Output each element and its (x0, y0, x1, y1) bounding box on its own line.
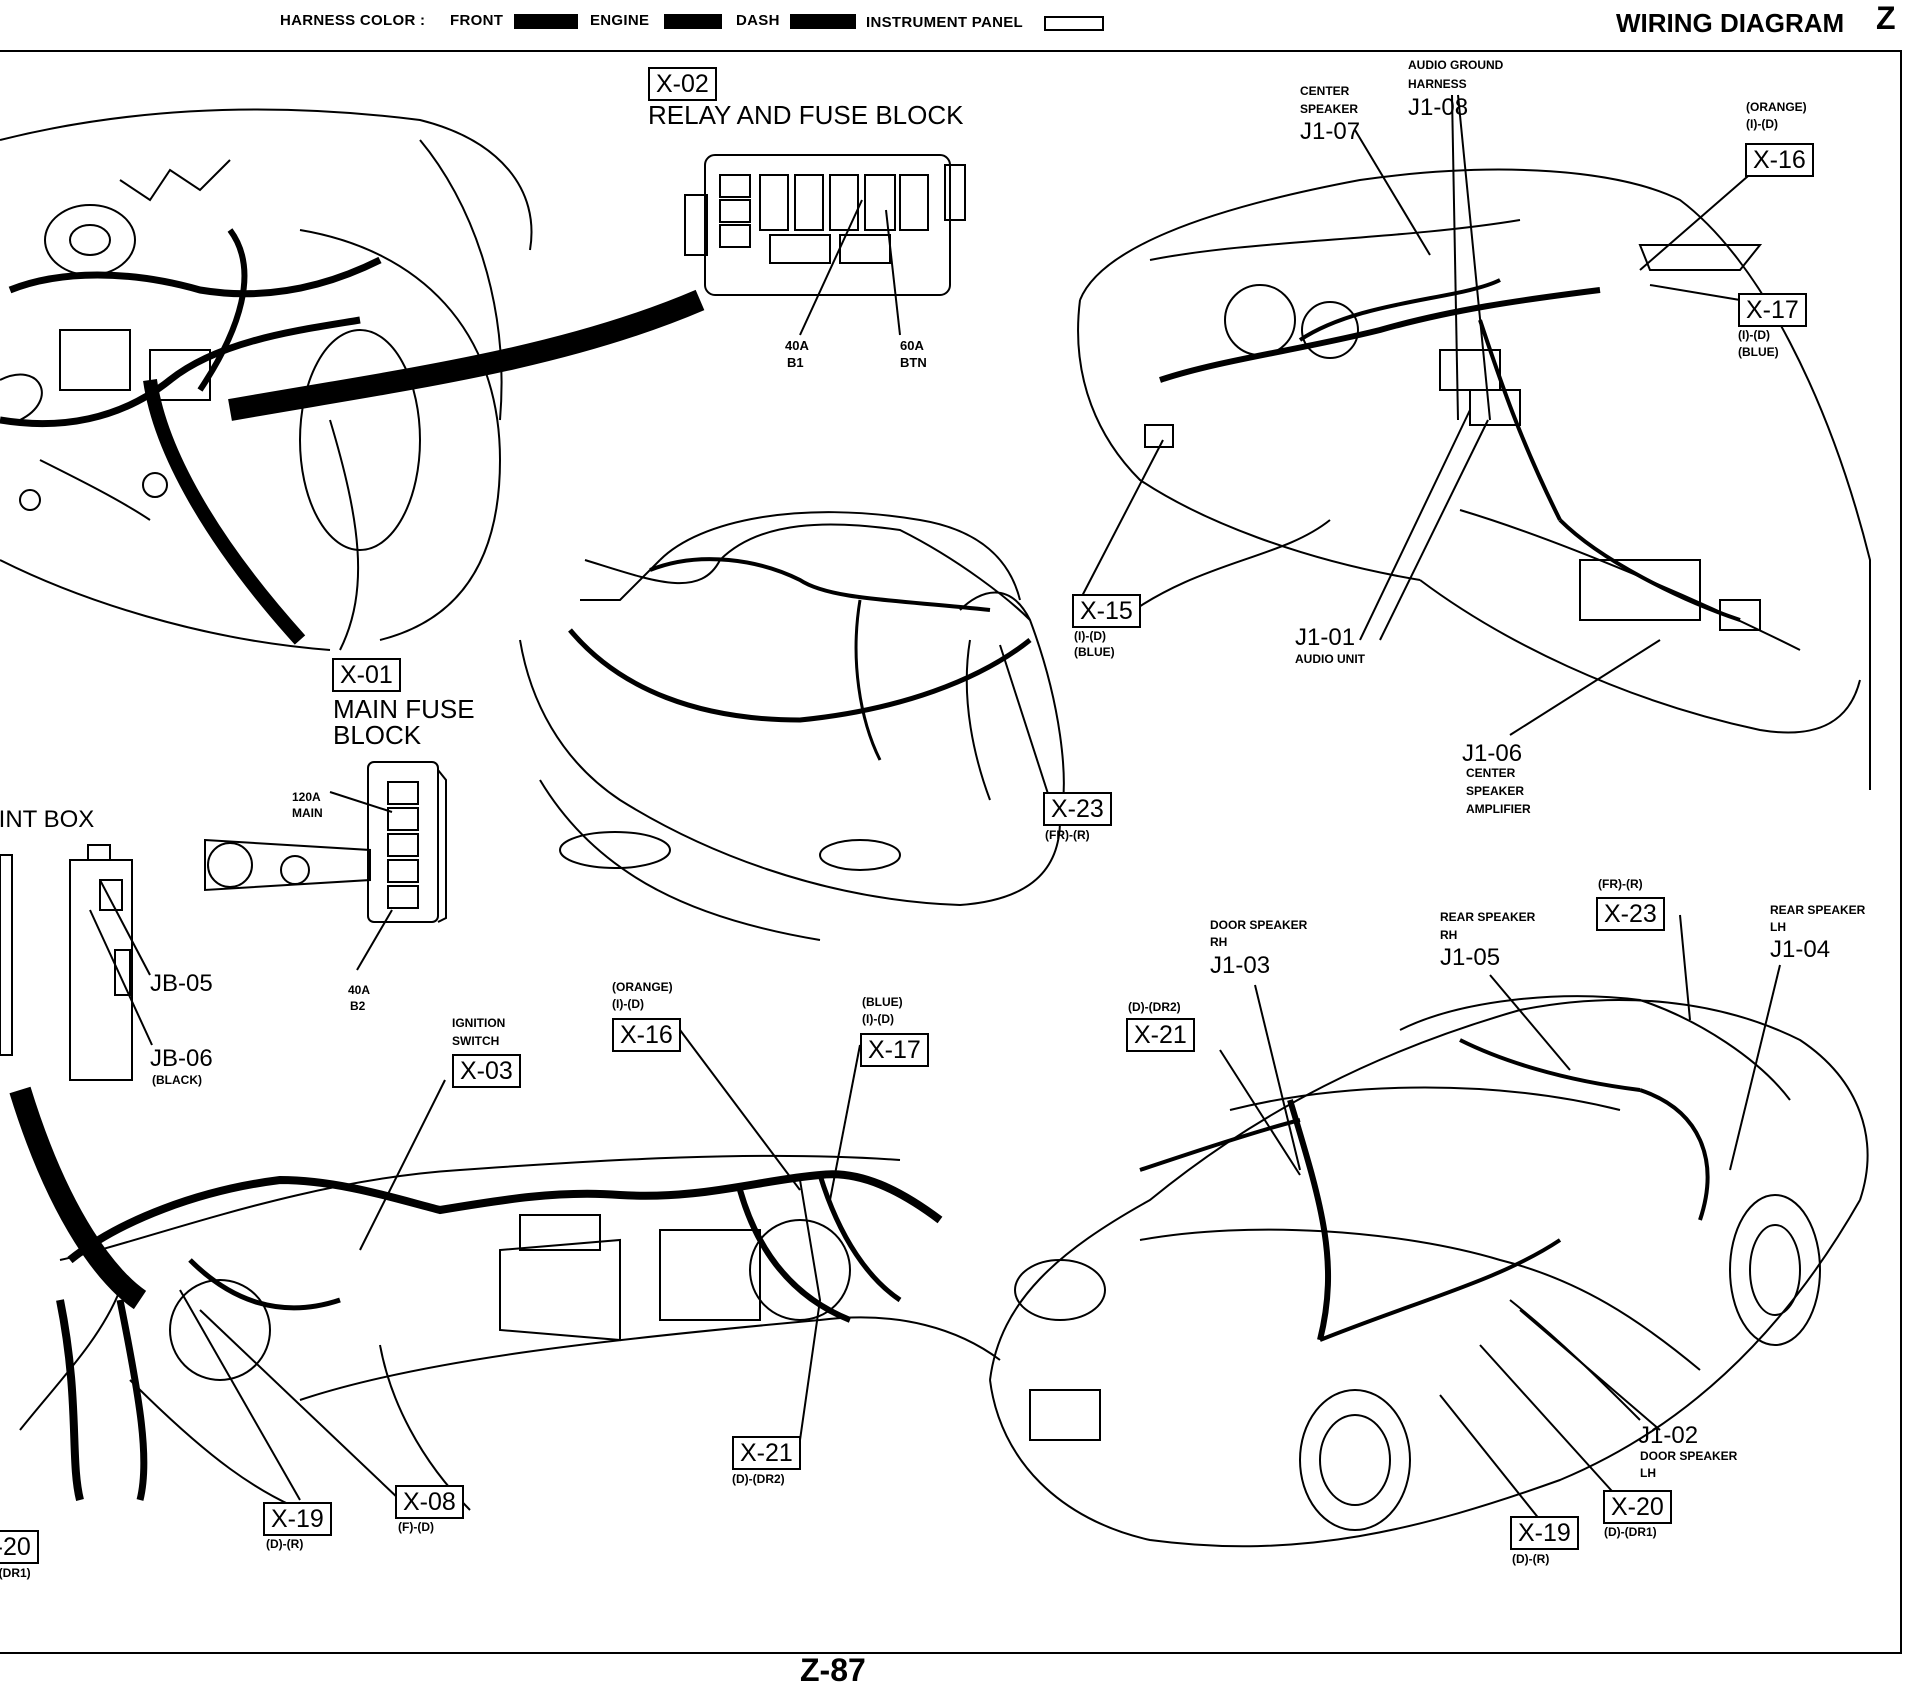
main-fuse-block-label-line1: MAIN FUSE (333, 694, 475, 724)
ignition-switch-label-1: IGNITION (452, 1016, 506, 1030)
x17-top-connector-label: X-17 (1738, 293, 1807, 327)
page-title: WIRING DIAGRAM (1616, 8, 1845, 38)
fuse-120a-label: 120A (292, 790, 321, 804)
fuse-40a-b1-sub: B1 (787, 355, 804, 370)
x19-mid-sub: (D)-(R) (266, 1537, 304, 1551)
dashboard-illustration (9, 1029, 1001, 1521)
x21-mid-connector-label: X-21 (732, 1436, 801, 1470)
fuse-60a-btn-sub: BTN (900, 355, 927, 370)
x17-mid-connector-label: X-17 (860, 1033, 929, 1067)
x23-mid-connector-label: X-23 (1043, 792, 1112, 826)
x19-right-sub: (D)-(R) (1512, 1552, 1550, 1566)
j105-label: J1-05 (1440, 944, 1501, 971)
x08-sub: (F)-(D) (398, 1520, 434, 1534)
j102-name2: LH (1640, 1466, 1656, 1480)
x08-connector-label: X-08 (395, 1485, 464, 1519)
legend-instrument-label: INSTRUMENT PANEL (866, 14, 1024, 31)
x15-connector-label: X-15 (1072, 594, 1141, 628)
x23-mid-sub: (FR)-(R) (1045, 828, 1090, 842)
x21-right-connector-label: X-21 (1126, 1018, 1195, 1052)
page-title-letter: Z (1876, 0, 1896, 36)
j103-label: J1-03 (1210, 952, 1271, 979)
j108-label: J1-08 (1408, 94, 1469, 121)
car-body-illustration (989, 914, 1869, 1548)
legend-instrument-swatch (1044, 16, 1104, 31)
relay-fuse-block-label: RELAY AND FUSE BLOCK (648, 100, 964, 130)
legend-engine-swatch (664, 14, 722, 29)
x23-right-sub: (FR)-(R) (1598, 877, 1643, 891)
legend-front-swatch (514, 14, 578, 29)
main-fuse-block-label-line2: BLOCK (333, 720, 422, 750)
x20-right-sub: (D)-(DR1) (1604, 1525, 1657, 1539)
j104-label: J1-04 (1770, 936, 1831, 963)
j107-name2: SPEAKER (1300, 102, 1359, 116)
joint-box-drawing (0, 844, 153, 1081)
relay-fuse-block-drawing (684, 154, 966, 336)
x17-mid-sub1: (BLUE) (862, 995, 903, 1009)
j108-name1: AUDIO GROUND (1408, 58, 1504, 72)
jb06-label: JB-06 (150, 1045, 213, 1072)
x16-mid-sub1: (ORANGE) (612, 980, 673, 994)
j103-name1: DOOR SPEAKER (1210, 918, 1308, 932)
x02-connector-label: X-02 (648, 67, 717, 101)
legend-engine-label: ENGINE (590, 12, 650, 29)
x23-right-connector-label: X-23 (1596, 897, 1665, 931)
x20-left-sub: (D)-(DR1) (0, 1566, 31, 1580)
fuse-60a-btn-label: 60A (900, 338, 924, 353)
x16-top-sub1: (ORANGE) (1746, 100, 1807, 114)
joint-box-label: JOINT BOX (0, 806, 95, 833)
x16-top-sub2: (I)-(D) (1746, 117, 1778, 131)
j104-name1: REAR SPEAKER (1770, 903, 1866, 917)
fuse-120a-sub: MAIN (292, 806, 323, 820)
j104-name2: LH (1770, 920, 1786, 934)
fuse-40a-b2-label: 40A (348, 983, 371, 997)
j103-name2: RH (1210, 935, 1228, 949)
ignition-switch-label-2: SWITCH (452, 1034, 500, 1048)
instrument-panel-illustration (1077, 94, 1871, 790)
j106-name2: SPEAKER (1466, 784, 1525, 798)
jb05-label: JB-05 (150, 970, 213, 997)
fuse-40a-b1-label: 40A (785, 338, 809, 353)
j106-name3: AMPLIFIER (1466, 802, 1531, 816)
x17-top-sub1: (I)-(D) (1738, 328, 1770, 342)
j101-label: J1-01 (1295, 624, 1356, 651)
j102-name1: DOOR SPEAKER (1640, 1449, 1738, 1463)
harness-color-label: HARNESS COLOR : (280, 12, 426, 29)
x16-mid-sub2: (I)-(D) (612, 997, 644, 1011)
x19-mid-connector-label: X-19 (263, 1502, 332, 1536)
x15-sub2: (BLUE) (1074, 645, 1115, 659)
page-number: Z-87 (800, 1652, 866, 1688)
x15-sub1: (I)-(D) (1074, 629, 1106, 643)
j106-label: J1-06 (1462, 740, 1523, 767)
x19-right-connector-label: X-19 (1510, 1516, 1579, 1550)
j108-name2: HARNESS (1408, 77, 1467, 91)
engine-bay-illustration (0, 108, 705, 651)
j101-name: AUDIO UNIT (1295, 652, 1365, 666)
x20-right-connector-label: X-20 (1603, 1490, 1672, 1524)
j102-label: J1-02 (1638, 1422, 1699, 1449)
j105-name1: REAR SPEAKER (1440, 910, 1536, 924)
x01-connector-label: X-01 (332, 658, 401, 692)
jb06-color: (BLACK) (152, 1073, 202, 1087)
x03-connector-label: X-03 (452, 1054, 521, 1088)
legend-dash-swatch (790, 14, 856, 29)
x20-left-connector-label: X-20 (0, 1530, 39, 1564)
j105-name2: RH (1440, 928, 1458, 942)
x16-top-connector-label: X-16 (1745, 143, 1814, 177)
x17-mid-sub2: (I)-(D) (862, 1012, 894, 1026)
diagram-frame (0, 50, 1902, 1654)
x17-top-sub2: (BLUE) (1738, 345, 1779, 359)
main-fuse-block-drawing (204, 761, 447, 971)
j107-label: J1-07 (1300, 118, 1361, 145)
front-body-illustration (519, 511, 1065, 941)
x21-right-sub: (D)-(DR2) (1128, 1000, 1181, 1014)
x16-mid-connector-label: X-16 (612, 1018, 681, 1052)
legend-front-label: FRONT (450, 12, 504, 29)
x21-mid-sub: (D)-(DR2) (732, 1472, 785, 1486)
legend-dash-label: DASH (736, 12, 780, 29)
j107-name1: CENTER (1300, 84, 1350, 98)
fuse-40a-b2-sub: B2 (350, 999, 366, 1013)
j106-name1: CENTER (1466, 766, 1516, 780)
